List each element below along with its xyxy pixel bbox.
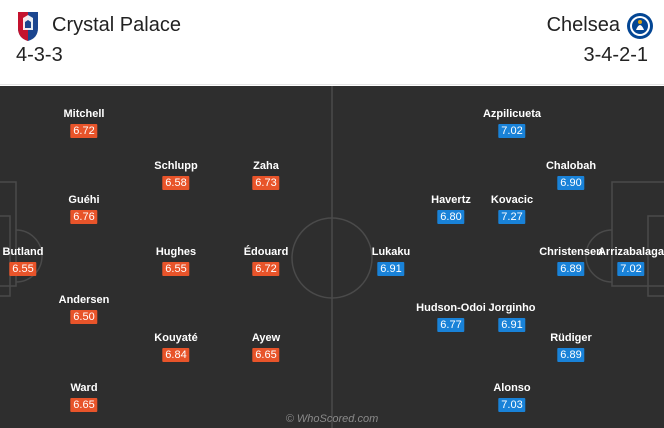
player-name[interactable]: Jorginho [488,302,536,314]
match-header: Crystal Palace 4-3-3 Chelsea 3-4-2-1 [0,0,664,86]
player-rating: 6.77 [437,318,465,332]
pitch-markings [0,86,664,428]
player-rating: 6.72 [70,124,98,138]
player-name[interactable]: Butland [2,246,44,258]
player-name[interactable]: Édouard [243,246,289,258]
whoscored-watermark: © WhoScored.com [285,413,379,425]
header-divider [0,84,664,85]
player-name[interactable]: Mitchell [63,108,105,120]
player-rating: 6.72 [252,262,280,276]
player-rating: 6.58 [162,176,190,190]
pitch: Mitchell 6.72 Schlupp 6.58 Zaha 6.73 Gué… [0,86,664,428]
player-rating: 7.02 [498,124,526,138]
player-rating: 6.55 [9,262,37,276]
player-name[interactable]: Alonso [493,382,531,394]
player-name[interactable]: Azpilicueta [482,108,542,120]
player-rating: 6.89 [557,262,585,276]
player-name[interactable]: Christensen [539,246,603,258]
home-team-name[interactable]: Crystal Palace [52,14,181,36]
home-formation: 4-3-3 [16,44,63,66]
player-name[interactable]: Ward [70,382,98,394]
player-name[interactable]: Guéhi [68,194,100,206]
player-rating: 6.76 [70,210,98,224]
player-name[interactable]: Havertz [431,194,471,206]
player-rating: 6.55 [162,262,190,276]
player-rating: 6.65 [70,398,98,412]
player-rating: 6.80 [437,210,465,224]
away-formation: 3-4-2-1 [583,44,648,66]
player-name[interactable]: Schlupp [154,160,198,172]
away-team-name[interactable]: Chelsea [546,14,620,36]
player-name[interactable]: Hughes [155,246,197,258]
player-rating: 6.90 [557,176,585,190]
crystal-palace-crest-icon[interactable] [14,10,42,42]
player-name[interactable]: Rüdiger [550,332,592,344]
player-rating: 6.89 [557,348,585,362]
player-name[interactable]: Andersen [58,294,110,306]
player-name[interactable]: Hudson-Odoi [416,302,486,314]
player-rating: 7.27 [498,210,526,224]
player-rating: 6.91 [498,318,526,332]
player-rating: 7.02 [617,262,645,276]
player-rating: 6.84 [162,348,190,362]
player-name[interactable]: Arrizabalaga [597,246,664,258]
player-name[interactable]: Kovacic [490,194,534,206]
player-name[interactable]: Kouyaté [154,332,198,344]
player-name[interactable]: Ayew [251,332,281,344]
player-name[interactable]: Zaha [253,160,279,172]
chelsea-crest-icon[interactable] [626,10,654,42]
player-rating: 7.03 [498,398,526,412]
player-name[interactable]: Chalobah [545,160,597,172]
player-rating: 6.91 [377,262,405,276]
player-rating: 6.73 [252,176,280,190]
player-rating: 6.50 [70,310,98,324]
player-rating: 6.65 [252,348,280,362]
player-name[interactable]: Lukaku [371,246,411,258]
